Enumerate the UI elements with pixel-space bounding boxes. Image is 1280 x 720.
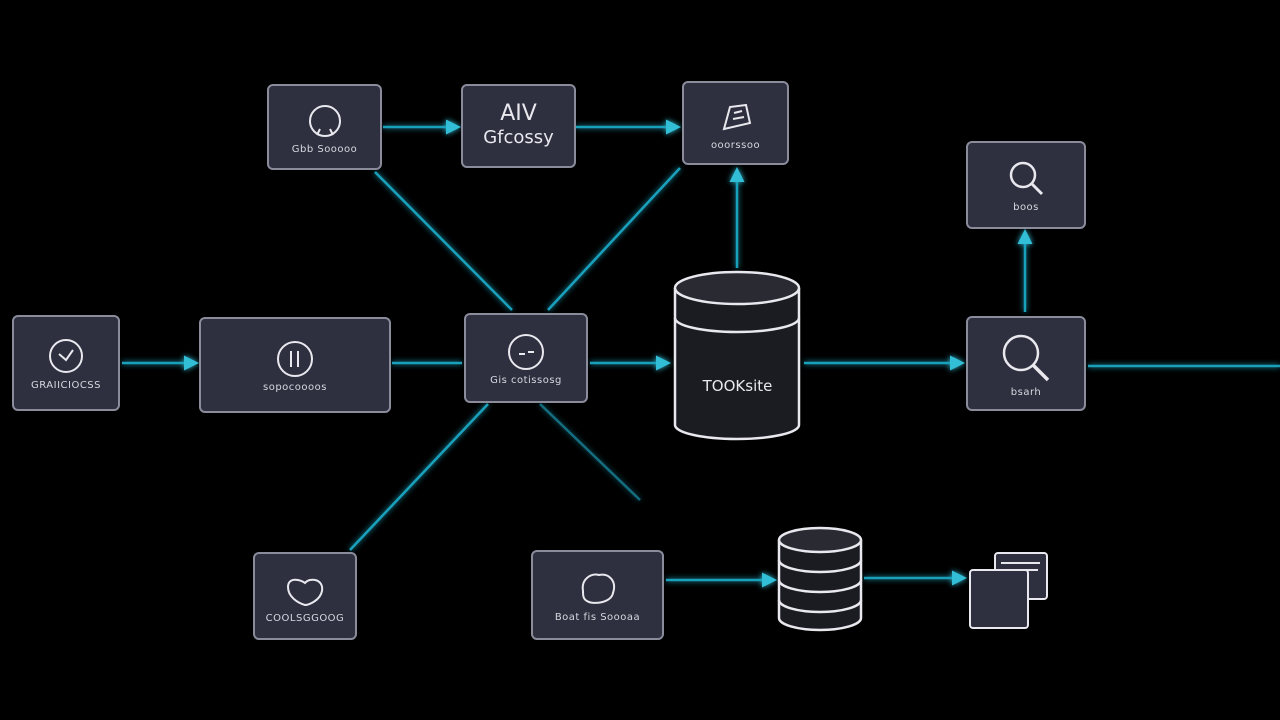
node-far-left[interactable]: GRAIICIOCSS bbox=[12, 315, 120, 411]
node-bottom-mid[interactable]: Boat fis Soooaa bbox=[531, 550, 664, 640]
node-far-right-top-label: boos bbox=[1013, 201, 1039, 213]
edge-diag-topright-center bbox=[547, 167, 681, 311]
circle-icon bbox=[297, 100, 353, 142]
database-stack bbox=[777, 526, 863, 632]
circle-icon bbox=[38, 336, 94, 378]
node-mid-left[interactable]: sopocoooos bbox=[199, 317, 391, 413]
node-bottom-left-label: COOLSGGOOG bbox=[265, 612, 345, 624]
node-top-right-label: ooorssoo bbox=[710, 139, 761, 151]
search-icon bbox=[991, 329, 1061, 385]
document-icon bbox=[708, 96, 764, 138]
node-mid-left-label: sopocoooos bbox=[263, 381, 327, 393]
node-top-mid-line2: Gfcossy bbox=[483, 127, 554, 148]
blob-icon bbox=[277, 569, 333, 611]
node-far-right-top[interactable]: boos bbox=[966, 141, 1086, 229]
screens-icon bbox=[969, 552, 1048, 629]
database-main bbox=[673, 270, 801, 441]
node-far-right-mid[interactable]: bsarh bbox=[966, 316, 1086, 411]
database-main-label: TOOKsite bbox=[702, 377, 773, 395]
blob-icon bbox=[570, 568, 626, 610]
node-far-left-label: GRAIICIOCSS bbox=[30, 379, 101, 391]
edge-diag-center-lowright bbox=[539, 403, 641, 501]
node-top-mid-line1: AIV bbox=[500, 101, 537, 126]
node-top-left-label: Gbb Sooooo bbox=[291, 143, 358, 155]
node-center[interactable]: Gis cotissosg bbox=[464, 313, 588, 403]
node-far-right-mid-label: bsarh bbox=[1010, 387, 1042, 398]
circle-icon bbox=[267, 338, 323, 380]
node-top-right[interactable]: ooorssoo bbox=[682, 81, 789, 165]
node-bottom-left[interactable]: COOLSGGOOG bbox=[253, 552, 357, 640]
node-bottom-mid-label: Boat fis Soooaa bbox=[554, 611, 641, 623]
node-center-label: Gis cotissosg bbox=[490, 374, 562, 386]
node-top-left[interactable]: Gbb Sooooo bbox=[267, 84, 382, 170]
edge-diag-topleft-center bbox=[374, 171, 513, 311]
node-top-mid[interactable]: AIV Gfcossy bbox=[461, 84, 576, 168]
search-icon bbox=[998, 158, 1054, 200]
circle-icon bbox=[498, 331, 554, 373]
edge-diag-center-bottomleft bbox=[349, 403, 489, 551]
